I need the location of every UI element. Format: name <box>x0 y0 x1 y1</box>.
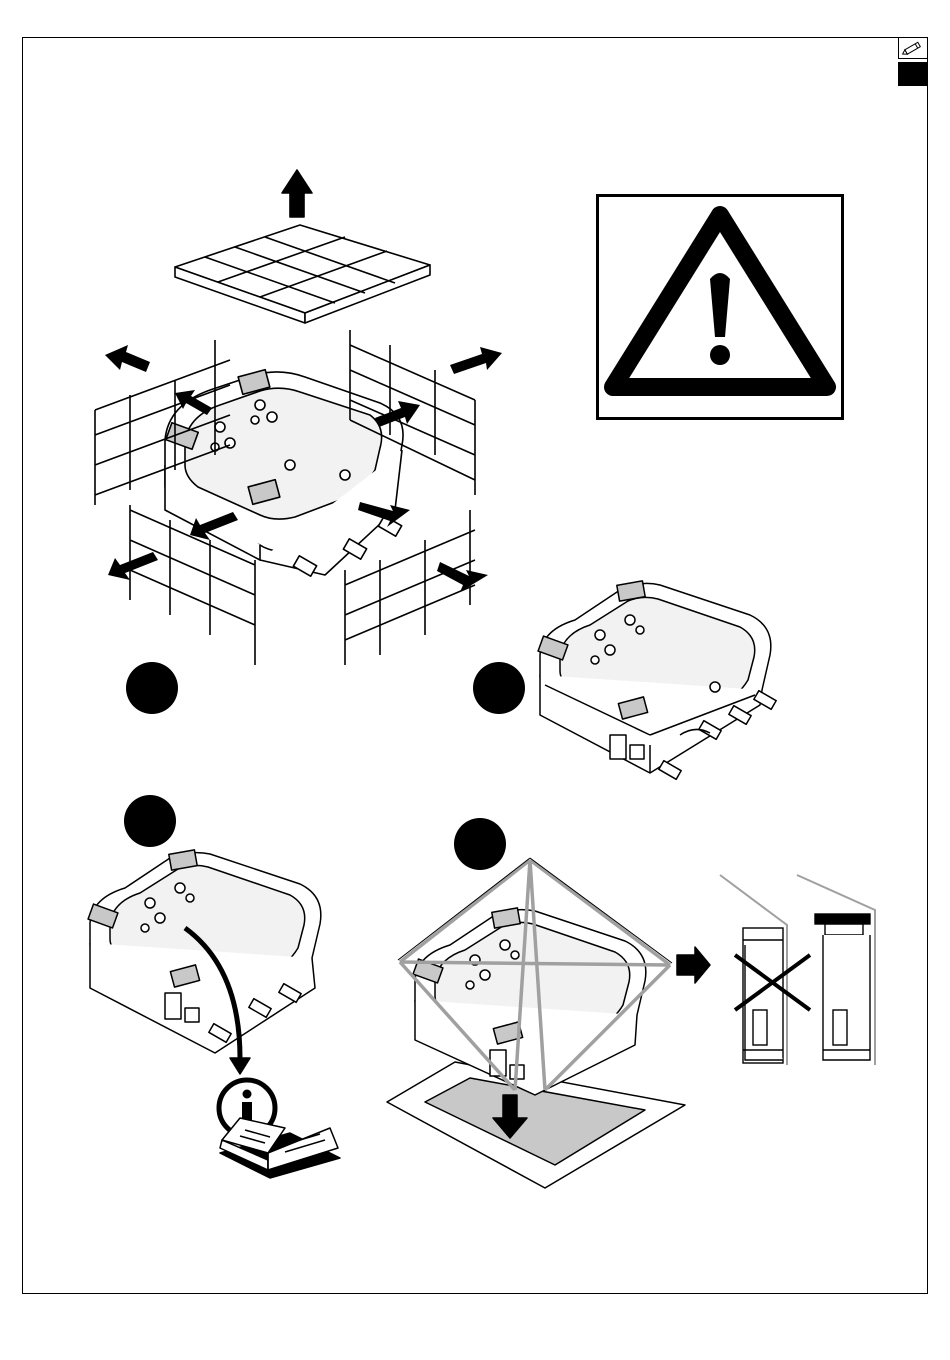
step-1-unpacking-illustration <box>90 165 510 675</box>
step-4-lift-and-place-illustration <box>385 850 695 1190</box>
step-2-tub-on-pallet-illustration <box>530 575 780 795</box>
warning-triangle-icon <box>599 197 841 417</box>
section-marker <box>898 62 928 86</box>
pencil-icon <box>898 37 928 59</box>
step-1-marker <box>126 662 178 714</box>
step-2-marker <box>473 662 525 714</box>
step-3-marker <box>124 795 176 847</box>
warning-sign <box>596 194 844 420</box>
incorrect-lifting-detail <box>715 870 885 1070</box>
step-3-read-manual-illustration <box>80 848 350 1198</box>
open-manual-icon <box>220 1118 340 1178</box>
step-4-marker <box>454 818 506 870</box>
